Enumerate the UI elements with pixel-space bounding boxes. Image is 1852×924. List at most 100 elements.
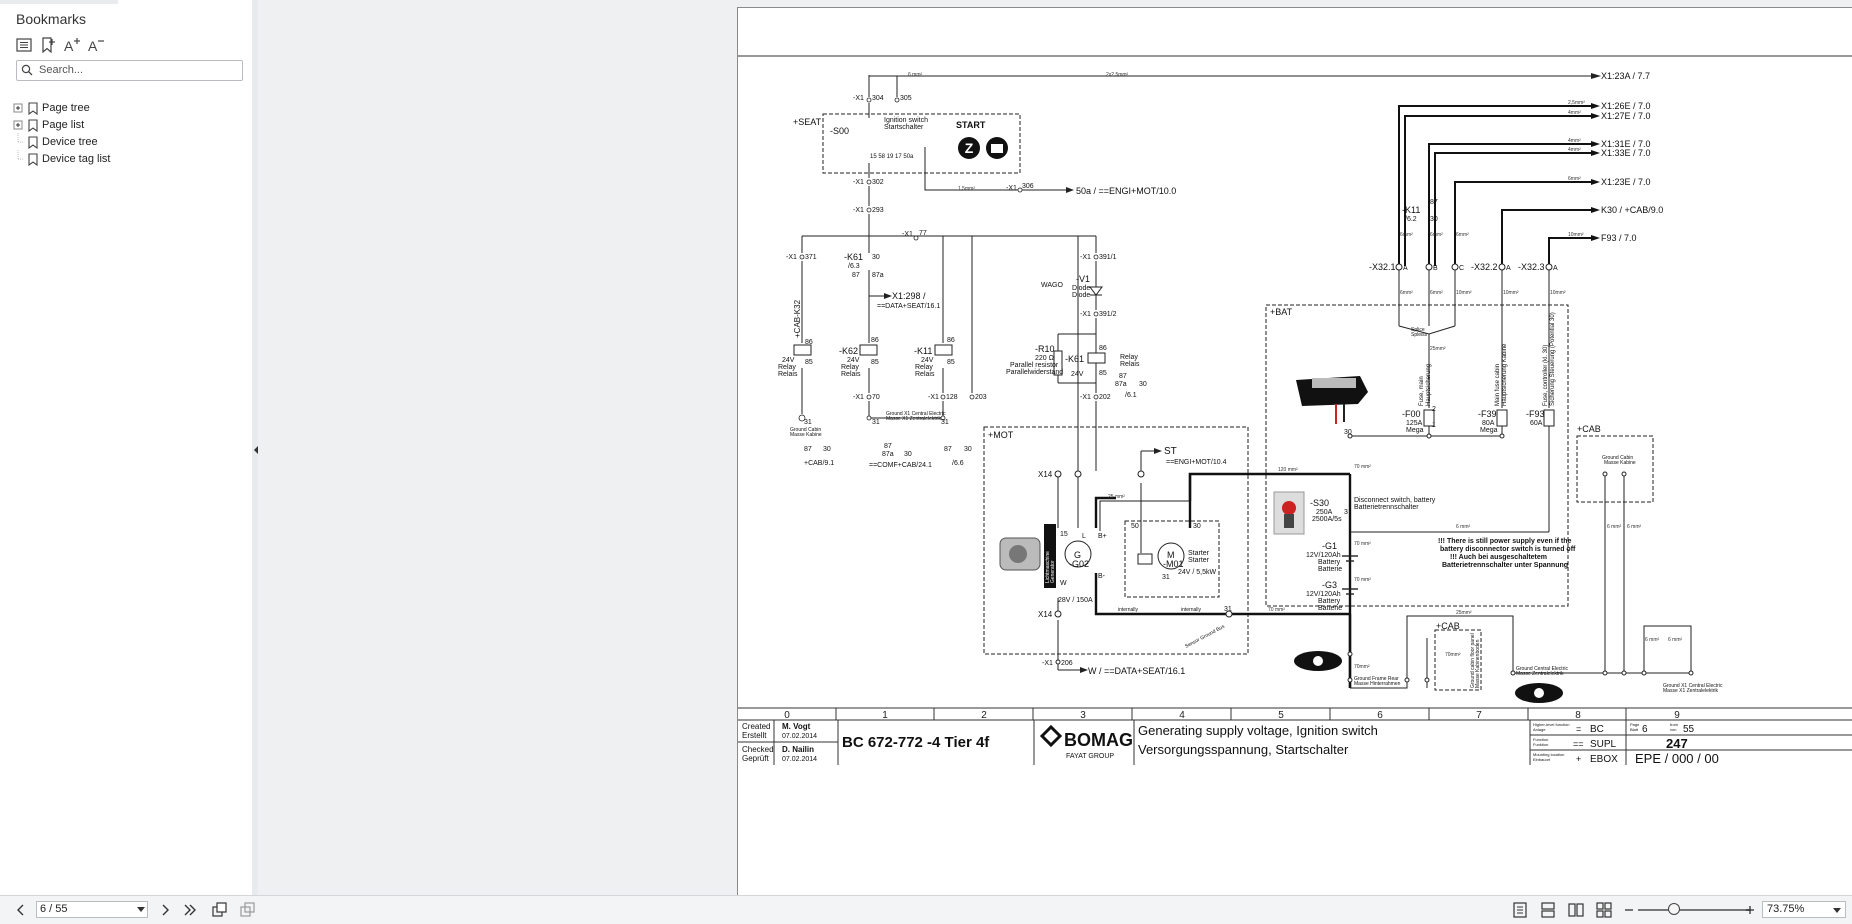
two-page-view-button[interactable]	[1567, 901, 1585, 919]
previous-page-button[interactable]	[12, 901, 30, 919]
font-smaller-icon[interactable]: A	[85, 34, 107, 56]
ground-label: Ground X1 Central Electric	[1663, 683, 1723, 689]
wire-gauge: 70 mm²	[1268, 607, 1285, 613]
zoom-out-button[interactable]	[1620, 901, 1638, 919]
wire-gauge: 70mm²	[1445, 652, 1461, 658]
expand-icon[interactable]	[12, 116, 24, 134]
wire-reference: ST	[1164, 446, 1177, 457]
checked-by: D. Nailin	[782, 745, 814, 754]
wire-gauge: 6 mm²	[908, 72, 923, 78]
two-page-icon	[1568, 903, 1584, 917]
fuse-box-picture	[1296, 376, 1368, 424]
pin-number: 85	[871, 359, 879, 366]
ground-label: Masse X1 Zentralelektrik	[1663, 688, 1719, 694]
copy-page-button[interactable]	[211, 901, 229, 919]
add-bookmark-icon[interactable]	[37, 34, 59, 56]
zoom-in-button[interactable]	[1741, 901, 1759, 919]
pin-number: 3	[1344, 509, 1348, 516]
font-larger-icon[interactable]: A	[61, 34, 83, 56]
component-tag: -F00	[1402, 409, 1421, 419]
tree-item-device-tree[interactable]: Device tree	[12, 133, 98, 151]
zoom-slider-track[interactable]	[1638, 909, 1750, 911]
drawing-description: Generating supply voltage, Ignition swit…	[1138, 723, 1378, 738]
next-page-button[interactable]	[156, 901, 174, 919]
ground-label: Masse Hinterrahmen	[1354, 681, 1401, 687]
search-box[interactable]	[16, 60, 243, 81]
component-spec: 24V / 5,5kW	[1178, 569, 1217, 576]
component-tag: -G3	[1322, 580, 1337, 590]
tree-item-page-list[interactable]: Page list	[12, 116, 84, 134]
disconnect-switch-picture	[1273, 491, 1305, 535]
terminal-number: 77	[919, 230, 927, 237]
component-desc: Relay	[915, 364, 933, 371]
tree-item-page-tree[interactable]: Page tree	[12, 99, 90, 117]
wire-gauge: 6mm²	[1400, 290, 1413, 296]
ground-stud-icon	[1515, 683, 1563, 703]
wire-gauge: 120 mm²	[1278, 467, 1298, 473]
pin-number: 85	[1099, 370, 1107, 377]
pin-label: W	[1060, 580, 1067, 587]
wire-gauge: 25 mm²	[1108, 494, 1125, 500]
split-view-button[interactable]	[239, 901, 257, 919]
schematic-drawing: 0 1 2 3 4 5 6 7 8 9	[738, 8, 1852, 895]
zoom-select[interactable]: 73.75%	[1762, 901, 1846, 918]
two-page-continuous-view-button[interactable]	[1595, 901, 1613, 919]
component-spec: 12V/120Ah	[1306, 591, 1341, 598]
component-desc: Battery	[1318, 598, 1341, 605]
zoom-slider-thumb[interactable]	[1668, 903, 1680, 915]
created-by: M. Vogt	[782, 722, 811, 731]
chevron-down-icon[interactable]	[137, 907, 145, 912]
pin-number: 86	[1099, 345, 1107, 352]
last-page-button[interactable]	[181, 901, 199, 919]
document-number: 247	[1666, 736, 1688, 751]
wire-gauge: 6 mm²	[1607, 524, 1622, 530]
component-spec: 2500A/5s	[1312, 516, 1342, 523]
component-tag: -M01	[1163, 559, 1184, 569]
warning-text: !!! There is still power supply even if …	[1438, 538, 1572, 545]
document-viewer[interactable]: 0 1 2 3 4 5 6 7 8 9	[258, 0, 1852, 895]
terminal-number: 206	[1061, 660, 1073, 667]
bomag-logo-icon	[1039, 724, 1063, 748]
zoom-value: 73.75%	[1767, 903, 1805, 915]
grid-pages-icon	[1596, 902, 1612, 918]
terminal-label: -X1	[853, 179, 864, 186]
search-input[interactable]	[39, 62, 237, 78]
alternator-label: Lichtmaschine	[1045, 551, 1051, 583]
title-block-label: Higher-level function	[1533, 722, 1569, 727]
component-spec: 12V/120Ah	[1306, 552, 1341, 559]
pin-number: 85	[805, 359, 813, 366]
location-label: +CAB	[1577, 424, 1601, 434]
column-number: 3	[1080, 710, 1086, 721]
component-desc: Disconnect switch, battery	[1354, 497, 1436, 504]
list-icon[interactable]	[13, 34, 35, 56]
page-number-input[interactable]	[36, 901, 148, 918]
title-block-label: Checked	[742, 745, 774, 754]
document-page: 0 1 2 3 4 5 6 7 8 9	[737, 7, 1852, 895]
ground-label: Ground Cabin	[790, 427, 821, 433]
panel-splitter[interactable]	[252, 0, 258, 895]
document-code: EPE / 000 / 00	[1635, 751, 1719, 766]
expand-icon[interactable]	[12, 99, 24, 117]
connector-label: -X32.1	[1369, 262, 1396, 272]
ground-label: Ground X1 Central Electric	[886, 411, 946, 417]
component-tag: -F93	[1526, 409, 1545, 419]
terminal-number: 302	[872, 179, 884, 186]
wire-reference: K30 / +CAB/9.0	[1601, 205, 1663, 215]
tree-item-device-tag-list[interactable]: Device tag list	[12, 150, 110, 168]
component-desc: WAGO	[1041, 282, 1063, 289]
pin-label: B+	[1098, 533, 1107, 540]
alternator-label: Generator	[1050, 560, 1056, 583]
title-block-label: Page	[1630, 722, 1640, 727]
title-block-label: Function	[1533, 737, 1548, 742]
checked-date: 07.02.2014	[782, 756, 817, 763]
tree-item-label: Page tree	[42, 102, 90, 114]
terminal-label: -X1	[1080, 394, 1091, 401]
single-page-view-button[interactable]	[1511, 901, 1529, 919]
terminal-label: -X1	[1080, 311, 1091, 318]
svg-text:A: A	[64, 38, 74, 53]
page-number: 6	[1642, 724, 1648, 735]
warning-text: Batterietrennschalter unter Spannung	[1442, 562, 1568, 569]
continuous-view-button[interactable]	[1539, 901, 1557, 919]
terminal-number: 305	[900, 95, 912, 102]
minus-icon	[1625, 909, 1633, 911]
